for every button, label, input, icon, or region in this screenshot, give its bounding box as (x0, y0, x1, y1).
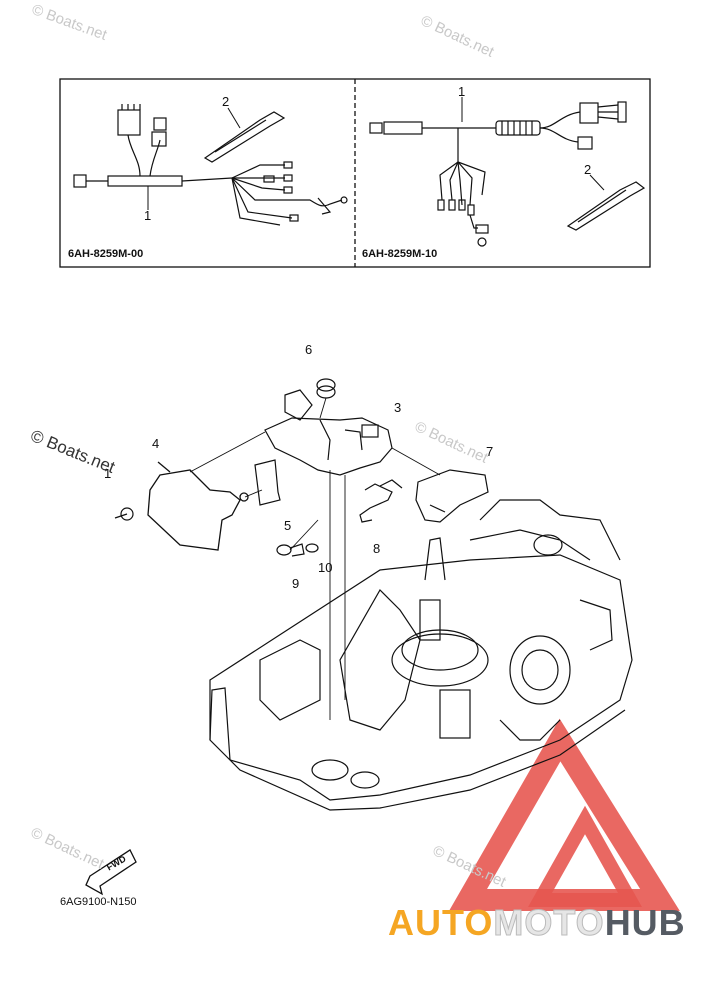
callout-10: 10 (318, 560, 333, 575)
wire-harness-left (73, 104, 348, 226)
callout-9: 9 (292, 576, 300, 591)
leader-lines-kit (147, 97, 605, 210)
brand-part-auto: AUTO (388, 902, 494, 943)
callout-1: 1 (104, 466, 112, 481)
kit-code-left: 6AH-8259M-00 (68, 248, 144, 260)
washer-10 (305, 543, 319, 553)
callout-right-2: 2 (584, 162, 592, 177)
kit-box (59, 78, 651, 268)
bracket-5 (254, 459, 281, 506)
screw-1-small (114, 507, 134, 521)
bolt-9 (276, 543, 305, 557)
diagram-code: 6AG9100-N150 (60, 896, 137, 908)
callout-left-2: 2 (222, 94, 230, 109)
brand-part-moto: MOTO (493, 902, 605, 944)
fwd-arrow-icon (85, 849, 137, 896)
callout-right-1: 1 (458, 84, 466, 99)
callout-7: 7 (486, 444, 494, 459)
wire-harness-right (369, 101, 627, 247)
grommet-6 (316, 378, 336, 399)
callout-6: 6 (305, 342, 313, 357)
kit-code-right: 6AH-8259M-10 (362, 248, 438, 260)
clip-8 (359, 479, 403, 523)
assembly-lines (189, 397, 441, 720)
brand-triangle-logo (448, 718, 680, 911)
callout-8: 8 (373, 541, 381, 556)
engine-block (209, 499, 633, 811)
brand-part-hub: HUB (604, 902, 686, 943)
cap-7 (415, 469, 489, 523)
callout-left-1: 1 (144, 208, 152, 223)
cover-4 (147, 461, 249, 551)
brand-wordmark: AUTOMOTOHUB (388, 902, 686, 944)
cable-tie-right (566, 181, 646, 231)
cable-tie-left (203, 111, 286, 163)
callout-5: 5 (284, 518, 292, 533)
callout-3: 3 (394, 400, 402, 415)
callout-4: 4 (152, 436, 160, 451)
holder-3 (264, 389, 393, 476)
